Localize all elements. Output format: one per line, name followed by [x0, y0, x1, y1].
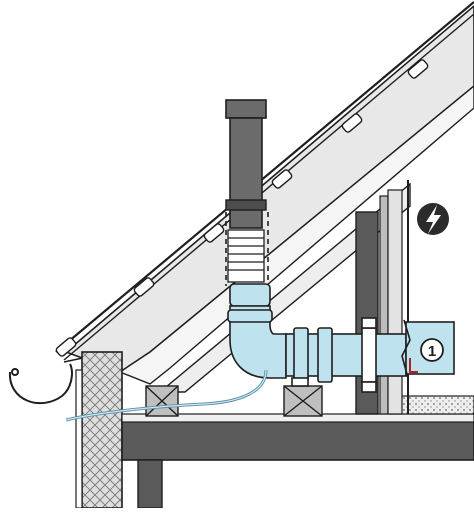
pipe-clamp — [361, 317, 377, 329]
knee-wall-board — [379, 195, 389, 415]
duct-break-line — [401, 319, 411, 379]
support-block-cross — [283, 385, 323, 417]
lightning-bolt-icon — [417, 203, 449, 235]
gutter-trough — [8, 363, 73, 405]
tile-clip — [55, 337, 77, 357]
roof-tile-line-lower — [63, 13, 474, 361]
tile-clip — [203, 223, 225, 243]
rafter-band — [118, 85, 474, 385]
flue-terminal-cap — [225, 99, 267, 119]
tile-clips — [55, 59, 429, 357]
callout-1: 1 — [420, 338, 444, 362]
floor-slab — [121, 395, 474, 509]
roof-tile-line — [55, 1, 474, 353]
condensate-fitting — [409, 358, 418, 373]
elbow-ring — [227, 309, 273, 323]
floor-beam — [121, 419, 474, 461]
callout-circle — [420, 338, 444, 362]
knee-wall-insulation — [387, 189, 403, 415]
external-wall — [75, 351, 123, 509]
flue-terminal-pipe — [229, 117, 263, 229]
attic-floor-finish — [389, 395, 474, 415]
pipe-clamp — [361, 381, 377, 393]
wall-inner-board — [75, 369, 83, 509]
support-block-cross — [145, 385, 179, 417]
vertical-flue — [225, 99, 269, 286]
tile-clip — [407, 59, 429, 79]
wall-insulation — [81, 351, 123, 509]
flexible-flue-section — [227, 229, 265, 283]
roof-assembly — [55, 1, 474, 393]
condensate-hose-outline — [65, 369, 267, 421]
blue-duct-assembly — [227, 283, 455, 393]
pipe-clamp — [291, 377, 309, 387]
support-blocks — [145, 385, 323, 417]
wall-sleeve — [361, 327, 377, 383]
flue-collar — [225, 199, 267, 211]
dashed-sleeve — [225, 212, 269, 286]
floor-post — [137, 459, 163, 509]
gutter-hook — [11, 368, 19, 376]
duct-coupler — [317, 327, 333, 383]
duct-coupler — [293, 327, 309, 383]
callout-label: 1 — [428, 343, 436, 360]
tile-clip — [271, 169, 293, 189]
tile-clip — [133, 277, 155, 297]
tile-clip — [341, 113, 363, 133]
elbow-top-socket — [229, 283, 271, 307]
